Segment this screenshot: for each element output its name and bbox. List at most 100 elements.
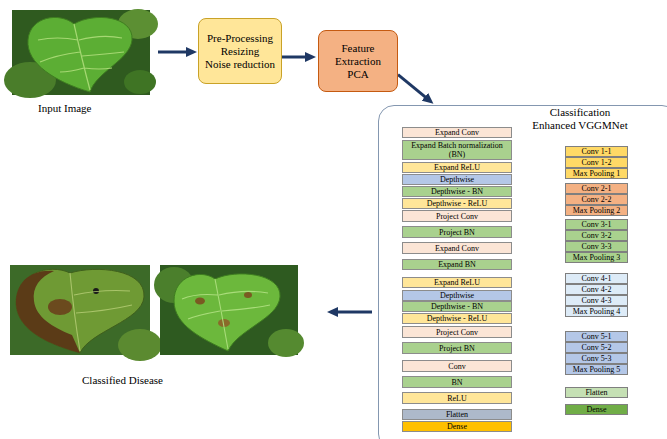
box-label: Depthwise	[440, 291, 474, 300]
box-label: Expand Conv	[435, 128, 479, 137]
box-label: Expand Conv	[435, 244, 479, 253]
layer-box: Max Pooling 4	[565, 306, 628, 317]
box-label: Depthwise - ReLU	[427, 314, 487, 323]
layer-box: Conv 1-1	[565, 146, 628, 157]
layer-box: Conv 4-1	[565, 273, 628, 284]
box-label: Expand BN	[438, 260, 476, 269]
box-label: Conv	[448, 362, 465, 371]
layer-box: Conv 4-3	[565, 295, 628, 306]
classifier-panel: Classification Enhanced VGGMNetExpand Co…	[378, 105, 667, 439]
disease-photo	[154, 265, 304, 357]
layer-box: Max Pooling 1	[565, 168, 628, 179]
box-label: Conv 5-3	[582, 354, 612, 363]
box-label: Dense	[447, 422, 467, 431]
layer-box: Conv 1-2	[565, 157, 628, 168]
box-label: Max Pooling 3	[573, 253, 621, 262]
diseased-leaf	[174, 274, 280, 351]
layer-box: Depthwise - ReLU	[402, 198, 512, 209]
box-label: Conv 3-1	[582, 220, 612, 229]
box-label: Feature Extraction	[323, 42, 393, 68]
layer-box: Conv 2-1	[565, 183, 628, 194]
box-label: Conv 5-1	[582, 332, 612, 341]
box-label: Max Pooling 2	[573, 206, 621, 215]
background-foliage	[118, 329, 162, 361]
layer-box: Conv	[402, 360, 512, 372]
flow-arrow	[337, 311, 372, 314]
leaf-veins	[70, 273, 132, 351]
layer-box: Project BN	[402, 226, 512, 238]
image-caption: Classified Disease	[82, 374, 163, 387]
layer-box: Expand ReLU	[402, 162, 512, 173]
box-label: Depthwise - ReLU	[427, 199, 487, 208]
box-label: Flatten	[446, 410, 468, 419]
box-label: Conv 1-2	[582, 158, 612, 167]
leaf-veins	[182, 279, 270, 349]
disease-photo	[10, 265, 162, 361]
background-foliage	[124, 70, 156, 94]
layer-box: ReLU	[402, 392, 512, 404]
flow-arrow	[282, 56, 306, 59]
box-label: Noise reduction	[205, 58, 275, 71]
disease-spot	[244, 292, 252, 298]
box-label: Conv 3-2	[582, 231, 612, 240]
box-label: Max Pooling 1	[573, 169, 621, 178]
layer-box: Project BN	[402, 342, 512, 354]
box-label: Project BN	[439, 344, 475, 353]
disease-spot	[195, 298, 205, 305]
box-label: Max Pooling 5	[573, 365, 621, 374]
box-label: Conv 5-2	[582, 343, 612, 352]
box-label: Depthwise - BN	[431, 302, 483, 311]
box-label: Depthwise - BN	[431, 187, 483, 196]
box-label: Project Conv	[436, 212, 478, 221]
layer-box: Expand BN	[402, 259, 512, 270]
box-label: Conv 4-2	[582, 285, 612, 294]
box-label: Conv 2-2	[582, 195, 612, 204]
flow-arrow	[158, 51, 187, 54]
flow-arrow	[398, 75, 426, 98]
layer-box: Expand Conv	[402, 127, 512, 138]
layer-box: Expand Conv	[402, 242, 512, 254]
box-label: Conv 4-1	[582, 274, 612, 283]
box-label: Project Conv	[436, 328, 478, 337]
layer-box: Dense	[402, 421, 512, 432]
layer-box: Depthwise	[402, 174, 512, 185]
input-photo	[4, 9, 158, 98]
image-caption: Input Image	[38, 102, 91, 115]
layer-box: Depthwise - BN	[402, 301, 512, 312]
layer-box: BN	[402, 376, 512, 388]
box-label: ReLU	[447, 394, 467, 403]
layer-box: Flatten	[565, 387, 628, 398]
box-label: Pre-Processing	[207, 32, 273, 45]
box-label: Conv 4-3	[582, 296, 612, 305]
box-label: Expand ReLU	[434, 278, 480, 287]
layer-box: Flatten	[402, 409, 512, 420]
box-label: Project BN	[439, 228, 475, 237]
box-label: Flatten	[585, 388, 607, 397]
layer-box: Project Conv	[402, 210, 512, 222]
layer-box: Conv 3-3	[565, 241, 628, 252]
diseased-leaf	[16, 269, 144, 353]
layer-box: Project Conv	[402, 326, 512, 338]
box-label: Max Pooling 4	[573, 307, 621, 316]
box-label: Resizing	[221, 45, 260, 58]
box-label: Expand Batch normalization (BN)	[405, 141, 509, 159]
background-foliage	[268, 329, 304, 357]
box-label: Dense	[587, 405, 607, 414]
layer-box: Conv 3-2	[565, 230, 628, 241]
layer-box: Max Pooling 2	[565, 205, 628, 216]
panel-title: Classification Enhanced VGGMNet	[528, 106, 632, 132]
process-box: Feature ExtractionPCA	[318, 30, 398, 92]
layer-box: Conv 4-2	[565, 284, 628, 295]
layer-box: Max Pooling 5	[565, 364, 628, 375]
box-label: Conv 2-1	[582, 184, 612, 193]
layer-box: Dense	[565, 404, 628, 415]
layer-box: Depthwise	[402, 290, 512, 301]
layer-box: Depthwise - ReLU	[402, 313, 512, 324]
box-label: Conv 3-3	[582, 242, 612, 251]
layer-box: Expand ReLU	[402, 277, 512, 288]
layer-box: Conv 5-3	[565, 353, 628, 364]
blight-patch	[48, 299, 72, 315]
box-label: Conv 1-1	[582, 147, 612, 156]
layer-box: Conv 5-2	[565, 342, 628, 353]
